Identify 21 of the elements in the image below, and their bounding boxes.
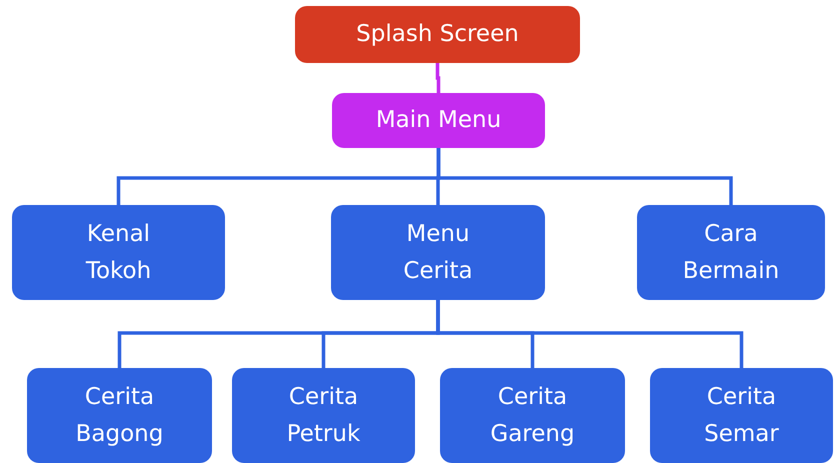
menu-box [650,368,833,463]
connector-line [436,148,733,205]
menu-box [331,205,545,300]
menu-box [637,205,825,300]
connector-line [436,63,440,93]
box-label: Cerita Semar [703,382,780,448]
menu-box [295,6,580,63]
menu-box [440,368,625,463]
connector-line [436,300,744,368]
box-label: Splash Screen [356,20,519,50]
menu-box [27,368,212,463]
box-label: Menu Cerita [402,220,474,286]
menu-box [332,93,545,148]
box-label: Cara Bermain [682,220,780,286]
menu-box [232,368,415,463]
box-label: Cerita Petruk [286,382,362,448]
box-label: Cerita Bagong [74,382,164,448]
box-label: Main Menu [376,106,502,136]
box-label: Kenal Tokoh [84,220,152,286]
menu-box [12,205,225,300]
box-label: Cerita Gareng [489,382,576,448]
